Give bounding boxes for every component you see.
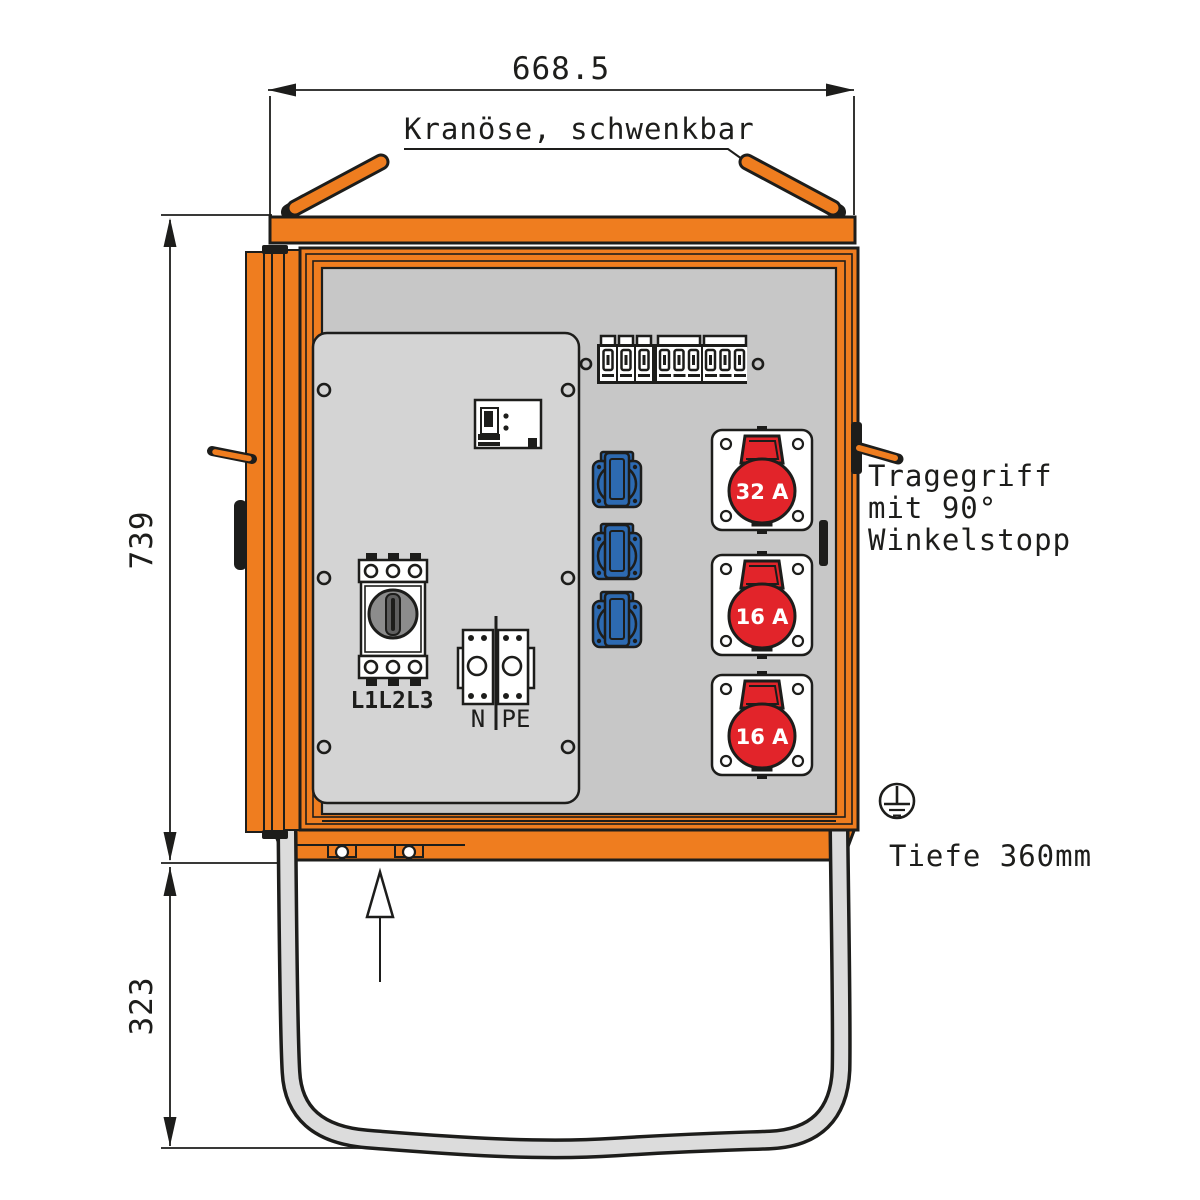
handle-note-line3: Winkelstopp bbox=[868, 523, 1071, 557]
cee-16a-label-2: 16 A bbox=[736, 725, 790, 749]
cee-32a-label: 32 A bbox=[736, 480, 790, 504]
handle-note-line2: mit 90° bbox=[868, 491, 997, 525]
pe-terminal bbox=[496, 628, 536, 706]
cable-entry-arrow bbox=[365, 867, 395, 982]
handle-note-line1: Tragegriff bbox=[868, 459, 1053, 493]
door-latch bbox=[234, 500, 247, 570]
schuko-socket-2 bbox=[591, 522, 643, 581]
n-pe-terminals: N PE bbox=[456, 616, 536, 733]
dim-stand-value: 323 bbox=[124, 977, 160, 1036]
door-handle bbox=[207, 446, 257, 464]
relay-module bbox=[473, 398, 543, 450]
crane-eyes bbox=[281, 153, 846, 220]
n-label: N bbox=[471, 705, 485, 733]
dim-width-value: 668.5 bbox=[512, 51, 610, 87]
main-switch: L1L2L3 bbox=[350, 553, 434, 714]
door-left bbox=[207, 245, 301, 839]
cee-socket-16a-2: 16 A bbox=[710, 671, 814, 779]
crane-note-label: Kranöse, schwenkbar bbox=[404, 112, 755, 146]
depth-note: Tiefe 360mm bbox=[889, 839, 1092, 873]
dim-height-value: 739 bbox=[124, 511, 160, 570]
n-terminal bbox=[456, 628, 495, 706]
crane-note: Kranöse, schwenkbar bbox=[404, 112, 755, 165]
base-plate bbox=[270, 826, 858, 862]
schuko-socket-1 bbox=[591, 450, 643, 509]
schuko-socket-3 bbox=[591, 590, 643, 649]
pe-label: PE bbox=[502, 705, 531, 733]
crane-eye-left bbox=[281, 153, 390, 220]
dim-height: 739 bbox=[124, 214, 288, 864]
handle-note: Tragegriff mit 90° Winkelstopp bbox=[868, 459, 1071, 557]
earth-symbol-icon bbox=[878, 782, 916, 820]
cee-socket-16a-1: 16 A bbox=[710, 551, 814, 659]
breaker-row bbox=[579, 334, 765, 384]
cee-socket-32a: 32 A bbox=[710, 426, 814, 534]
tubular-stand bbox=[276, 830, 852, 1160]
roof-bar bbox=[268, 215, 857, 245]
dim-stand-height: 323 bbox=[124, 867, 585, 1149]
crane-eye-right bbox=[738, 153, 846, 220]
cee-16a-label-1: 16 A bbox=[736, 605, 790, 629]
frame-latch bbox=[819, 520, 828, 566]
main-switch-label: L1L2L3 bbox=[350, 688, 433, 714]
carry-handle bbox=[851, 441, 904, 465]
dim-width: 668.5 bbox=[268, 51, 855, 215]
breaker-toggles bbox=[602, 348, 746, 372]
